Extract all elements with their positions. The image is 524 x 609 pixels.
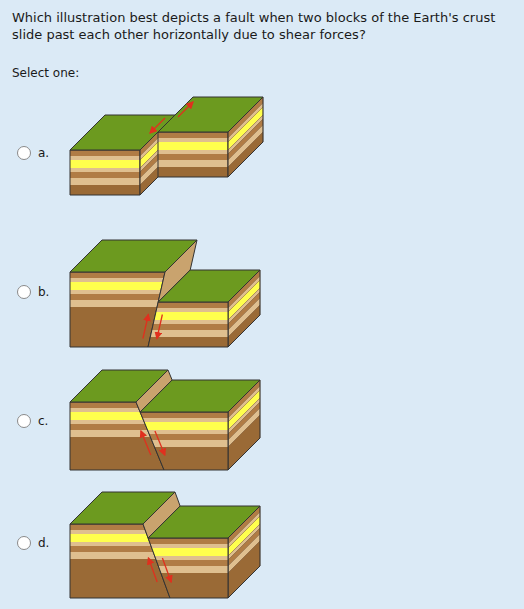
question-title: Which illustration best depicts a fault … (12, 9, 512, 43)
instruction-label: Select one: (12, 65, 79, 81)
motion-arrow (141, 431, 151, 455)
rock-layer (156, 150, 230, 154)
ground-surface (158, 270, 260, 302)
rock-layer (68, 172, 142, 178)
radio-button (18, 286, 31, 299)
rock-layer (138, 447, 230, 470)
option-label: c. (38, 413, 48, 429)
rock-layer (68, 294, 167, 300)
rock-layer (146, 302, 230, 308)
rock-layer (68, 168, 142, 172)
rock-layer (68, 185, 142, 195)
motion-arrow (150, 118, 165, 133)
radio-button (18, 415, 31, 428)
block-outline (140, 412, 228, 470)
rock-layer (68, 178, 142, 185)
rock-layer (146, 548, 230, 556)
block-outline (70, 150, 140, 195)
rock-layer (138, 430, 230, 434)
motion-arrow (157, 315, 162, 339)
motion-arrow (178, 102, 193, 117)
ground-surface (158, 97, 263, 132)
block-outline (148, 538, 228, 598)
option-label: a. (38, 145, 49, 161)
rock-layer (146, 308, 230, 312)
block-outline (148, 302, 228, 347)
rock-layer (138, 422, 230, 430)
rock-layer (138, 434, 230, 440)
rock-layer (146, 320, 230, 324)
motion-arrow (148, 558, 157, 582)
rock-layer (228, 305, 260, 347)
option-label: d. (38, 535, 49, 551)
rock-layer (146, 573, 230, 598)
rock-layer (68, 156, 142, 160)
motion-arrow (143, 315, 148, 339)
motion-arrow (155, 431, 165, 455)
rock-layer (138, 412, 230, 418)
rock-face (138, 412, 230, 470)
rock-layer (138, 418, 230, 422)
rock-layer (146, 544, 230, 548)
ground-surface (140, 380, 260, 412)
rock-layer (156, 142, 230, 150)
rock-layer (68, 272, 167, 278)
rock-face (146, 538, 230, 598)
rock-layer (146, 312, 230, 320)
rock-layer (68, 437, 166, 470)
ground-surface (148, 506, 260, 538)
rock-layer (68, 290, 167, 294)
rock-layer (68, 160, 142, 168)
motion-arrow (162, 558, 171, 582)
rock-layer (156, 154, 230, 160)
rock-layer (146, 538, 230, 544)
rock-layer (68, 300, 167, 307)
rock-layer (228, 541, 260, 598)
rock-layer (156, 132, 230, 138)
radio-button (18, 147, 31, 160)
radio-button (18, 537, 31, 550)
rock-layer (146, 556, 230, 560)
rock-face (146, 302, 230, 347)
rock-layer (156, 138, 230, 142)
rock-layer (156, 167, 230, 177)
rock-layer (146, 560, 230, 566)
rock-layer (156, 160, 230, 167)
option-label: b. (38, 284, 49, 300)
rock-layer (228, 132, 263, 177)
block-outline (158, 132, 228, 177)
rock-layer (146, 337, 230, 347)
rock-layer (68, 282, 167, 290)
rock-layer (68, 278, 167, 282)
rock-layer (68, 559, 172, 598)
rock-layer (68, 150, 142, 156)
rock-face (68, 150, 142, 195)
rock-face (156, 132, 230, 177)
